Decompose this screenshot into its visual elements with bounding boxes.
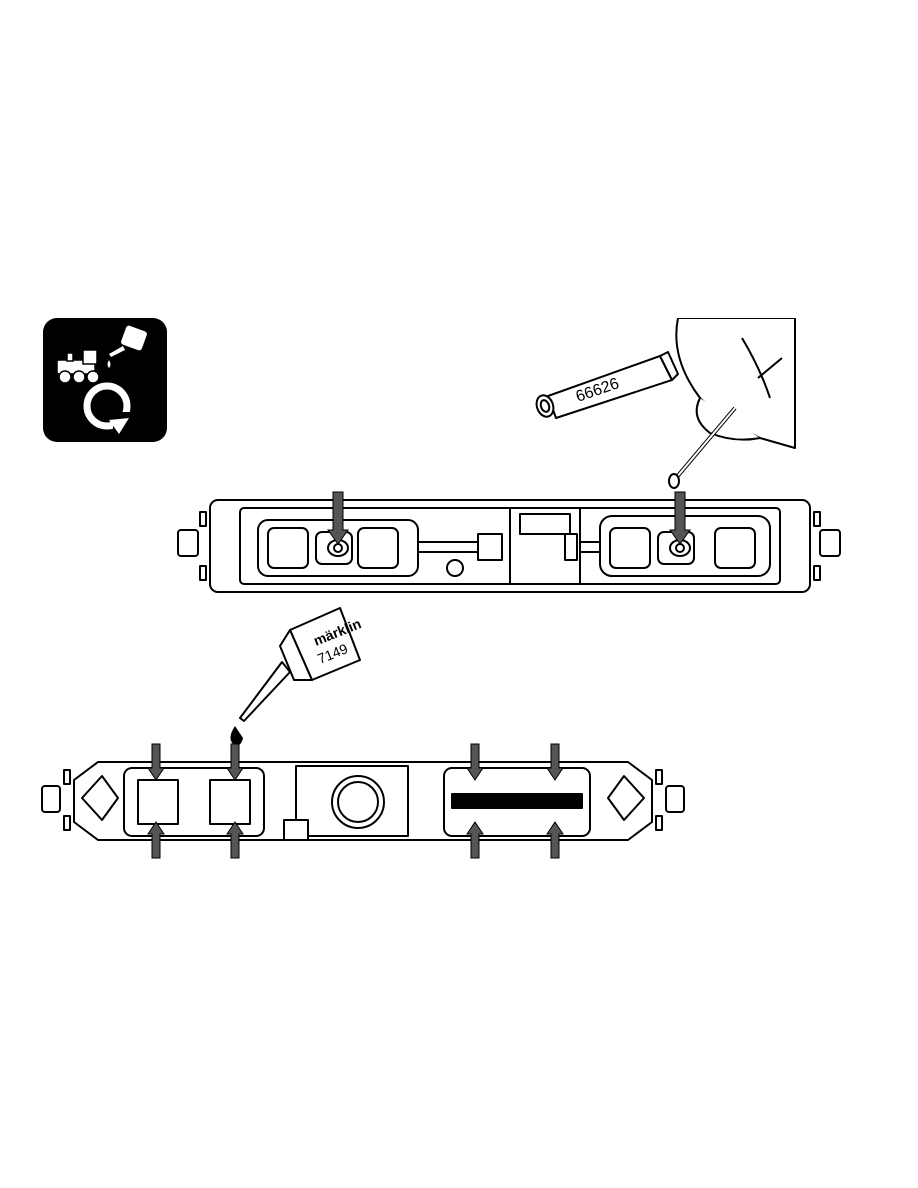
locomotive-top-view [170, 490, 850, 602]
maintenance-icon [43, 318, 167, 442]
grease-tube-illustration: 66626 [520, 318, 800, 498]
locomotive-bottom-view [38, 740, 688, 860]
oil-bottle-illustration: märklin 7149 [220, 600, 370, 750]
